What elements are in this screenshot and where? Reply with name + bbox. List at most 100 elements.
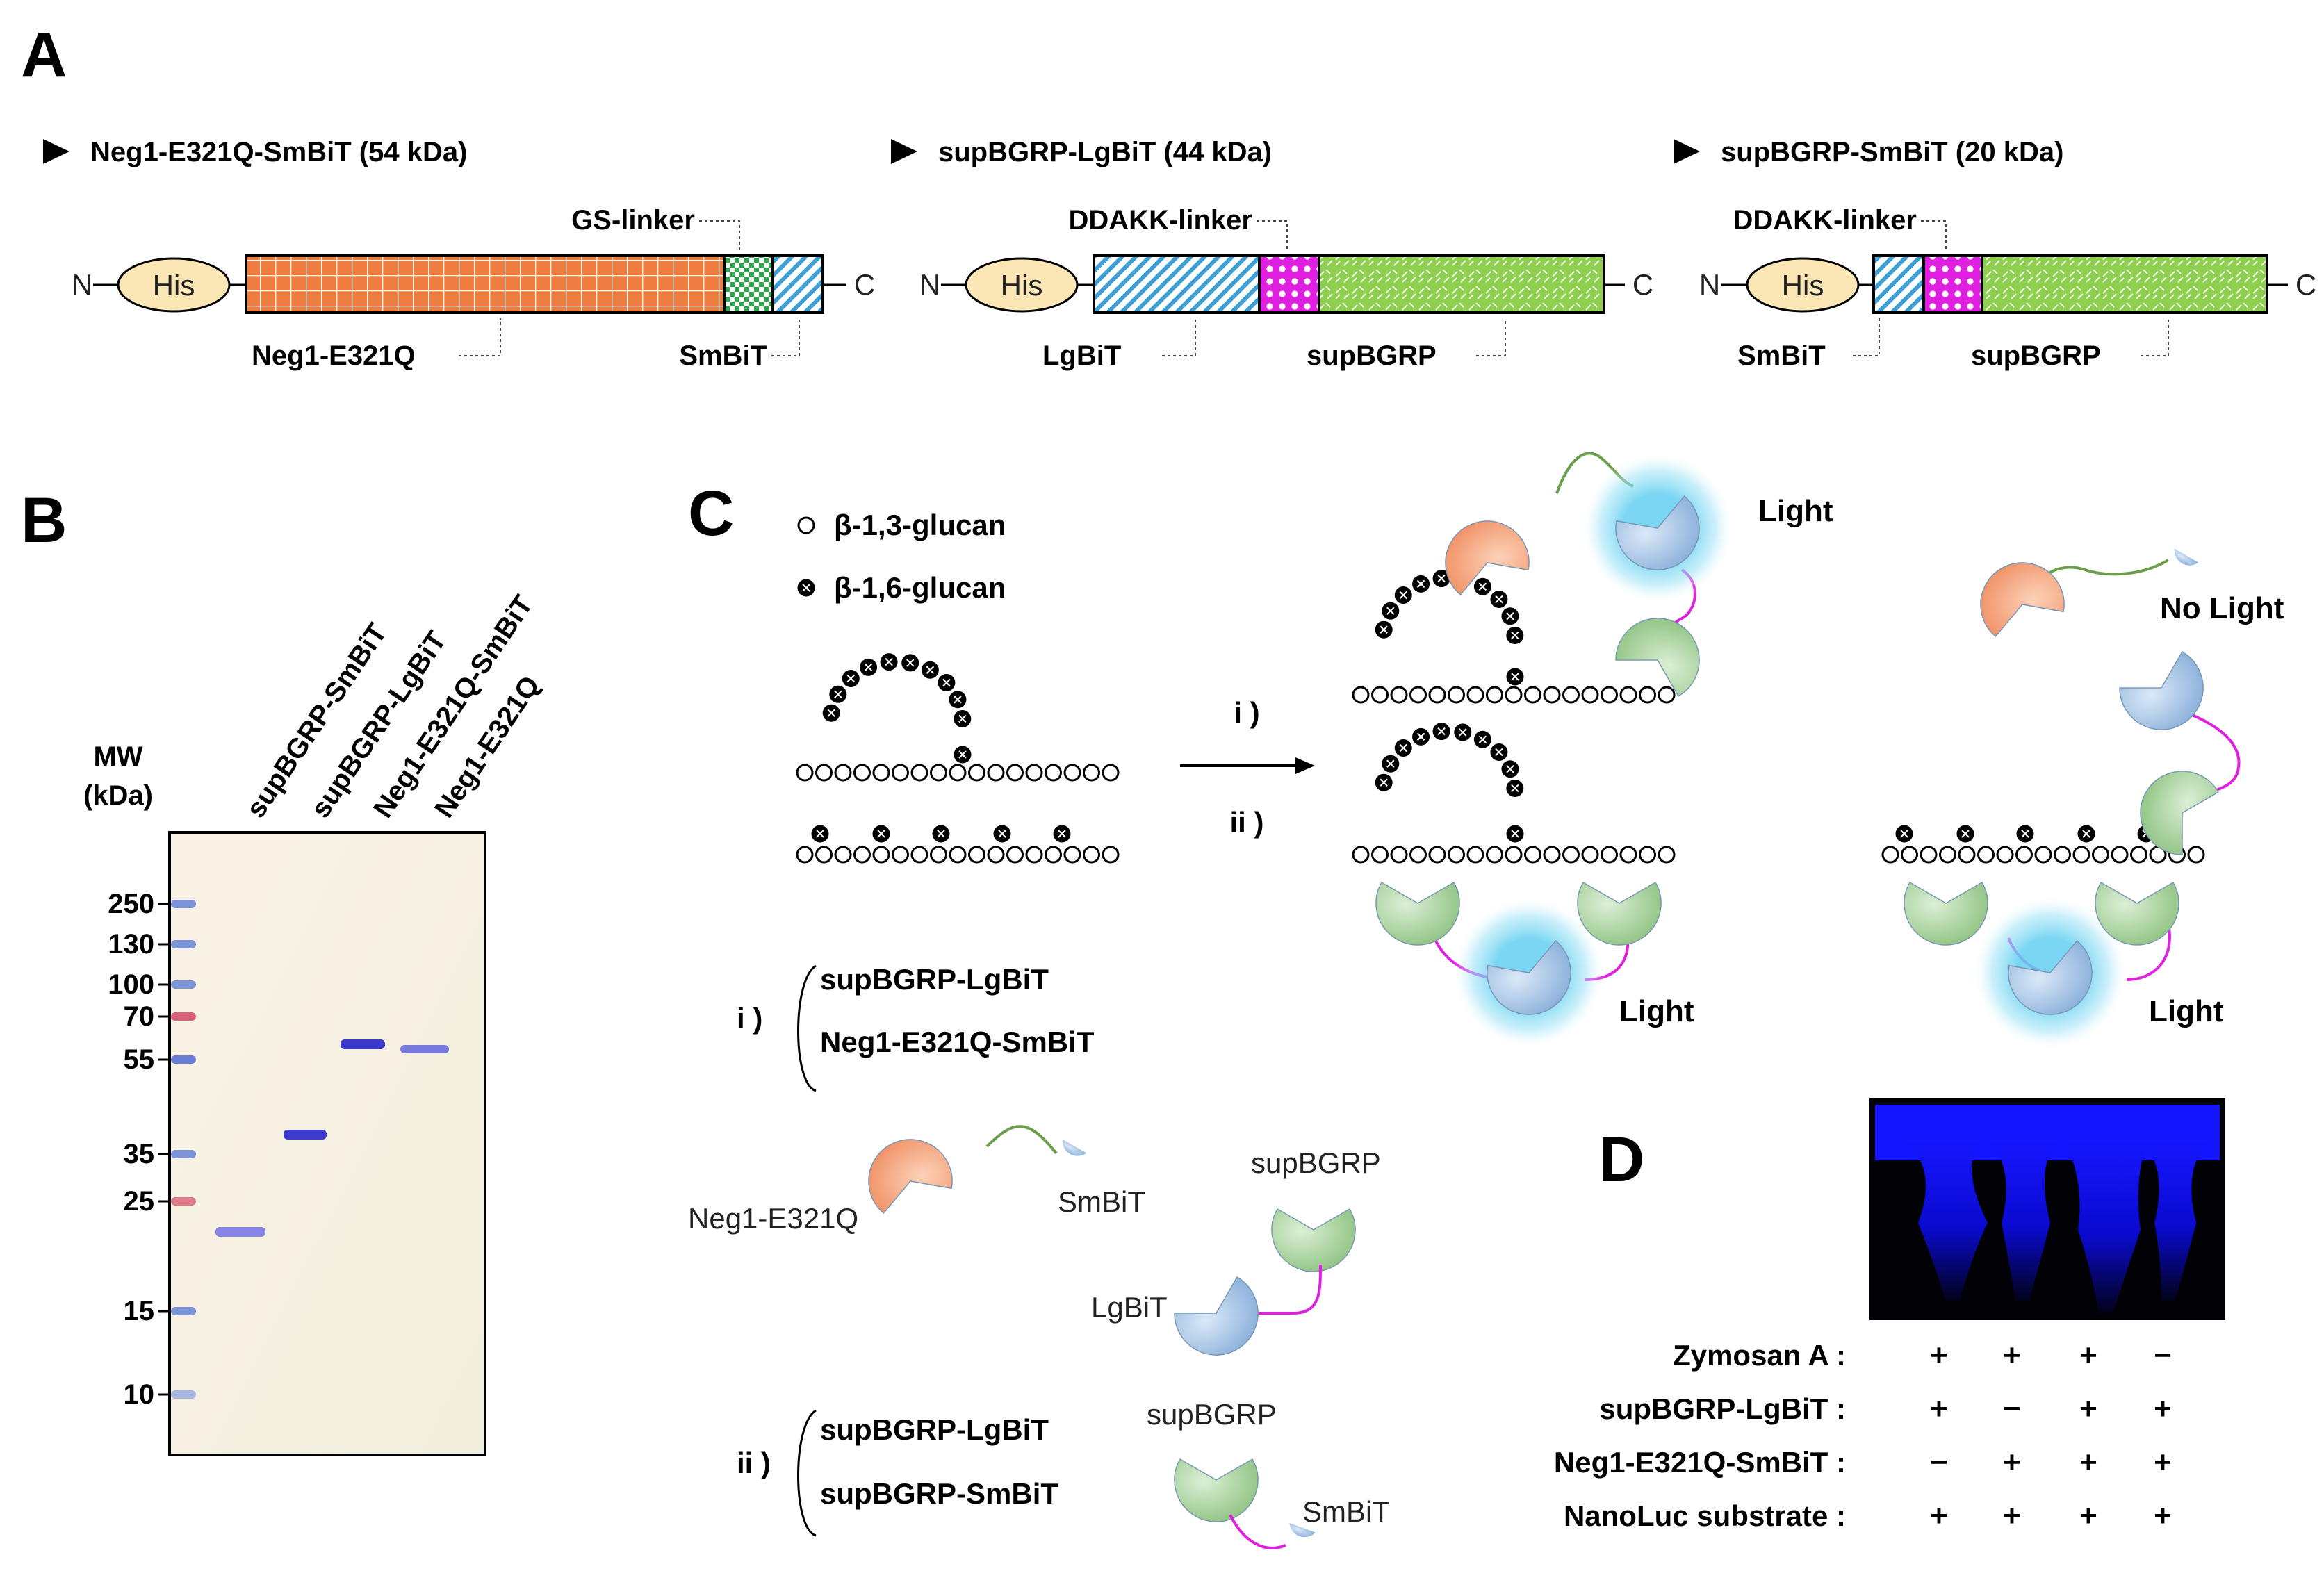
band-lane-2 (284, 1130, 327, 1140)
b13-glucan-bead (2130, 846, 2147, 864)
b13-glucan-bead (2187, 846, 2205, 864)
marker-value: 25 (124, 1186, 155, 1217)
assay-sign: + (2003, 1338, 2021, 1372)
smbit-icon (1058, 1139, 1087, 1161)
b16-glucan-bead (1505, 824, 1525, 844)
b16-glucan-bead (1411, 727, 1431, 746)
supbgrp-domain (1318, 254, 1605, 314)
supbgrp-icon-label: supBGRP (1147, 1398, 1277, 1431)
b13-glucan-bead (1562, 846, 1580, 864)
c-terminus: C (1632, 268, 1653, 301)
b16-glucan-bead (937, 673, 956, 692)
construct-title: supBGRP-SmBiT (20 kDa) (1721, 137, 2063, 167)
b16-glucan-bead (1374, 773, 1393, 792)
band-lane-1 (215, 1227, 265, 1237)
domain-label-1: LgBiT (1042, 340, 1121, 371)
b16-glucan-bead (859, 657, 878, 677)
assay-sign: + (2003, 1445, 2021, 1479)
ddakk-linker-domain (1258, 254, 1320, 314)
domain-label-2: supBGRP (1307, 340, 1437, 371)
linker-label: DDAKK-linker (1069, 205, 1252, 236)
lgbit-icon (1169, 1274, 1274, 1371)
b16-glucan-bead (1381, 601, 1400, 620)
light-far-right: Light (2149, 994, 2224, 1028)
assay-sign: + (2079, 1499, 2097, 1533)
b13-glucan-bead (1428, 686, 1446, 704)
b13-glucan-bead (1562, 686, 1580, 704)
complex-bottom: Light (1375, 882, 1694, 1049)
gs-linker-domain (723, 254, 774, 314)
assay-table: Zymosan A :+++−supBGRP-LgBiT :+−++Neg1-E… (1554, 1338, 2172, 1533)
route-i: i ) (1234, 696, 1259, 729)
b13-glucan-bead (930, 764, 947, 782)
linker-label: GS-linker (571, 205, 695, 236)
construct-1: Neg1-E321Q-SmBiT (54 kDa) N His C GS-lin… (43, 137, 875, 371)
construct-3: supBGRP-SmBiT (20 kDa) N His C DDAKK-lin… (1674, 137, 2316, 371)
b16-glucan-bead (1052, 824, 1072, 844)
b13-glucan-bead (1025, 846, 1043, 864)
b16-glucan-bead (841, 668, 860, 688)
b13-glucan-bead (1996, 846, 2014, 864)
assay-sign: + (2079, 1392, 2097, 1426)
b16-glucan-bead (1381, 754, 1400, 773)
b13-glucan-bead (1939, 846, 1956, 864)
b13-glucan-bead (1448, 686, 1465, 704)
b13-glucan-bead (1901, 846, 1918, 864)
b13-glucan-bead (1958, 846, 1976, 864)
lgbit-icon-label: LgBiT (1091, 1291, 1168, 1324)
lane-labels: supBGRP-SmBiT supBGRP-LgBiT Neg1-E321Q-S… (240, 590, 546, 823)
b16-glucan-bead (1489, 589, 1509, 609)
b13-glucan-bead (1428, 846, 1446, 864)
b13-glucan-bead (2092, 846, 2109, 864)
assay-sign: + (2154, 1392, 2172, 1426)
arrow-right-icon (1674, 139, 1700, 164)
b13-glucan-bead (2015, 846, 2033, 864)
b13-glucan-bead (1006, 846, 1024, 864)
marker-value: 250 (108, 889, 154, 919)
assay-sign: + (2154, 1499, 2172, 1533)
complex-far-right: No Light Light (1904, 548, 2284, 1051)
b13-glucan-bead (1466, 686, 1484, 704)
gel-bands (215, 1039, 449, 1237)
b13-glucan-bead (892, 846, 909, 864)
glucan-legend: β-1,3-glucan β-1,6-glucan (796, 509, 1006, 604)
b16-glucan-bead (1956, 824, 1975, 844)
b13-glucan-bead (1006, 764, 1024, 782)
domain-label-2: supBGRP (1971, 340, 2101, 371)
b13-glucan-bead (1045, 764, 1062, 782)
b13-glucan-bead (815, 764, 833, 782)
b13-glucan-bead (796, 764, 814, 782)
panel-label-c: C (688, 478, 734, 549)
b16-glucan-bead (2015, 824, 2035, 844)
b13-glucan-bead (968, 846, 985, 864)
b16-glucan-bead (1393, 738, 1413, 757)
b13-glucan-bead (1102, 764, 1120, 782)
panel-label-b: B (21, 485, 67, 556)
light-top: Light (1758, 494, 1833, 528)
b16-glucan-bead (953, 709, 972, 728)
reaction-arrow: i ) ii ) (1180, 696, 1315, 839)
light-bottom: Light (1619, 994, 1694, 1028)
marker-value: 55 (124, 1044, 155, 1075)
b16-glucan-bead (1500, 759, 1520, 779)
b16-glucan-bead (1374, 620, 1393, 639)
his-label: His (1001, 269, 1043, 302)
b13-glucan-bead (1581, 846, 1599, 864)
b16-glucan-bead (948, 690, 967, 709)
set-i: i ) supBGRP-LgBiT Neg1-E321Q-SmBiT (737, 963, 1095, 1092)
b13-glucan-bead (2034, 846, 2052, 864)
b13-glucan-bead (1083, 846, 1100, 864)
b13-glucan-bead (1543, 686, 1561, 704)
b13-glucan-bead (987, 764, 1005, 782)
mw-label: MW (93, 741, 142, 772)
luminescence-image (1869, 1098, 2225, 1320)
b13-glucan-bead (1045, 846, 1062, 864)
gel-image (168, 831, 486, 1456)
b13-glucan-bead (1448, 846, 1465, 864)
b13-glucan-bead (2111, 846, 2129, 864)
b13-glucan-bead (2054, 846, 2071, 864)
legend-b16: β-1,6-glucan (834, 571, 1006, 604)
b16-glucan-bead (1505, 625, 1525, 645)
n-terminus: N (919, 268, 940, 301)
supbgrp-icon (1174, 1458, 1259, 1522)
